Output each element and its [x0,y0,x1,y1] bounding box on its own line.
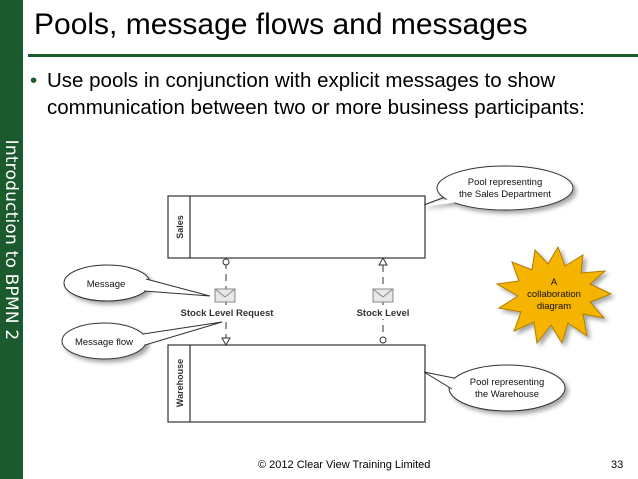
collaboration-line3: diagram [537,301,571,312]
footer-copyright: © 2012 Clear View Training Limited [258,459,431,471]
callout-pool-sales-line1: Pool representing [468,177,542,188]
callout-pool-warehouse-line1: Pool representing [470,377,544,388]
message-envelope-response-icon [372,288,394,303]
collaboration-line1: A [551,277,558,288]
pool-sales-label: Sales [175,215,185,239]
callout-message-text: Message [87,279,126,290]
callout-message-flow-pointer [142,321,223,346]
flow-label-gap-right [381,305,385,319]
message-label-request: Stock Level Request [181,308,275,319]
callout-message-flow-text: Message flow [75,337,133,348]
callout-pool-warehouse-pointer [423,371,455,390]
callout-pool-sales [423,165,574,211]
sidebar-bar: Introduction to BPMN 2 [0,0,23,479]
message-label-response: Stock Level [357,308,410,319]
bullet-marker: • [30,69,38,92]
callout-pool-warehouse-line2: the Warehouse [475,389,539,400]
flow-label-gap-left [224,305,228,319]
slide-title: Pools, message flows and messages [34,8,528,41]
callout-message-pointer [143,278,211,297]
callout-pool-sales-line2: the Sales Department [459,189,551,200]
collaboration-line2: collaboration [527,289,581,300]
collaboration-starburst [495,245,613,345]
callout-pool-warehouse [448,364,566,412]
page-number: 33 [611,459,624,471]
message-envelope-request-icon [214,288,236,303]
title-underline [28,54,638,57]
pool-warehouse [167,344,426,423]
pool-sales [167,195,426,259]
bullet-text: Use pools in conjunction with explicit m… [47,69,585,119]
pool-warehouse-label: Warehouse [175,359,185,407]
